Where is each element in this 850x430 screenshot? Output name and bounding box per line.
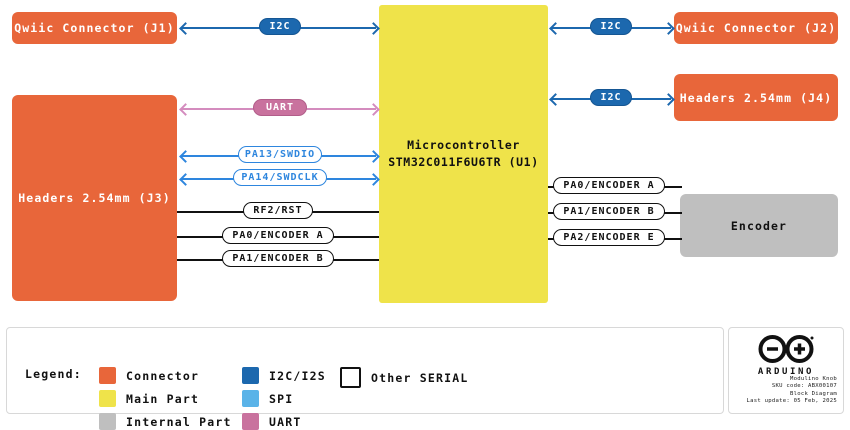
meta-product: Modulino Knob (789, 376, 837, 382)
meta-last-update: Last update: 05 Feb, 2025 (746, 398, 837, 405)
legend-label-uart: UART (269, 414, 302, 429)
legend-item-connector: Connector (99, 367, 199, 384)
pill-rf2-rst: RF2/RST (243, 202, 313, 219)
pill-pa13-swdio: PA13/SWDIO (238, 146, 322, 163)
arduino-logo: ARDUINO (756, 334, 816, 377)
block-encoder[interactable]: Encoder (680, 194, 838, 257)
legend-swatch-main-part (99, 390, 116, 407)
block-microcontroller[interactable]: Microcontroller STM32C011F6U6TR (U1) (379, 5, 548, 303)
legend-item-i2c-i2s: I2C/I2S (242, 367, 326, 384)
arrowhead-right-j1-mcu (367, 21, 380, 35)
meta-panel: ARDUINO Modulino Knob SKU code: ABX00107… (728, 327, 844, 414)
legend-swatch-connector (99, 367, 116, 384)
arrowhead-right-swdclk (367, 172, 380, 186)
legend-swatch-other-serial (340, 367, 361, 388)
legend-label-i2c-i2s: I2C/I2S (269, 368, 326, 383)
meta-text-block: Modulino Knob SKU code: ABX00107 Block D… (747, 376, 837, 406)
mcu-title: Microcontroller (407, 137, 520, 152)
arrowhead-right-mcu-j2 (662, 21, 675, 35)
legend-swatch-uart (242, 413, 259, 430)
block-qwiic-connector-j2[interactable]: Qwiic Connector (J2) (674, 12, 838, 44)
legend-label-other-serial: Other SERIAL (371, 370, 469, 385)
legend-label-internal-part: Internal Part (126, 414, 232, 429)
meta-doc-type: Block Diagram (789, 390, 837, 397)
pill-uart: UART (253, 99, 307, 116)
arrowhead-right-swdio (367, 149, 380, 163)
pill-j3-pa0-encoder-a: PA0/ENCODER A (222, 227, 334, 244)
legend-label-main-part: Main Part (126, 391, 200, 406)
arrowhead-left-mcu-j4 (549, 92, 562, 106)
block-headers-j3[interactable]: Headers 2.54mm (J3) (12, 95, 177, 301)
arrowhead-left-uart (179, 102, 192, 116)
pill-pa14-swdclk: PA14/SWDCLK (233, 169, 327, 186)
pill-i2c-j1: I2C (259, 18, 301, 35)
legend-swatch-i2c-i2s (242, 367, 259, 384)
legend-label-spi: SPI (269, 391, 294, 406)
legend-swatch-spi (242, 390, 259, 407)
legend-label-connector: Connector (126, 368, 200, 383)
arduino-infinity-icon (758, 335, 814, 363)
arrowhead-left-swdclk (179, 172, 192, 186)
pill-enc-pa2-encoder-e: PA2/ENCODER E (553, 229, 665, 246)
arrowhead-left-j1-mcu (179, 21, 192, 35)
pill-enc-pa0-encoder-a: PA0/ENCODER A (553, 177, 665, 194)
legend-item-spi: SPI (242, 390, 293, 407)
legend-item-other-serial: Other SERIAL (340, 367, 468, 388)
pill-enc-pa1-encoder-b: PA1/ENCODER B (553, 203, 665, 220)
pill-i2c-j2: I2C (590, 18, 632, 35)
pill-i2c-j4: I2C (590, 89, 632, 106)
block-diagram-canvas: Qwiic Connector (J1) Qwiic Connector (J2… (6, 5, 844, 430)
block-headers-j4[interactable]: Headers 2.54mm (J4) (674, 74, 838, 121)
arrowhead-left-mcu-j2 (549, 21, 562, 35)
arrowhead-right-uart (367, 102, 380, 116)
legend-item-uart: UART (242, 413, 302, 430)
legend-item-internal-part: Internal Part (99, 413, 232, 430)
legend-item-main-part: Main Part (99, 390, 199, 407)
arduino-wordmark: ARDUINO (757, 367, 815, 377)
mcu-partnumber: STM32C011F6U6TR (U1) (388, 155, 539, 169)
legend-title: Legend: (25, 367, 82, 381)
arrowhead-left-swdio (179, 149, 192, 163)
pill-j3-pa1-encoder-b: PA1/ENCODER B (222, 250, 334, 267)
legend-swatch-internal-part (99, 413, 116, 430)
arrowhead-right-mcu-j4 (662, 92, 675, 106)
legend-panel: Legend: Connector Main Part Internal Par… (6, 327, 724, 430)
meta-sku: SKU code: ABX00107 (771, 383, 837, 390)
block-qwiic-connector-j1[interactable]: Qwiic Connector (J1) (12, 12, 177, 44)
